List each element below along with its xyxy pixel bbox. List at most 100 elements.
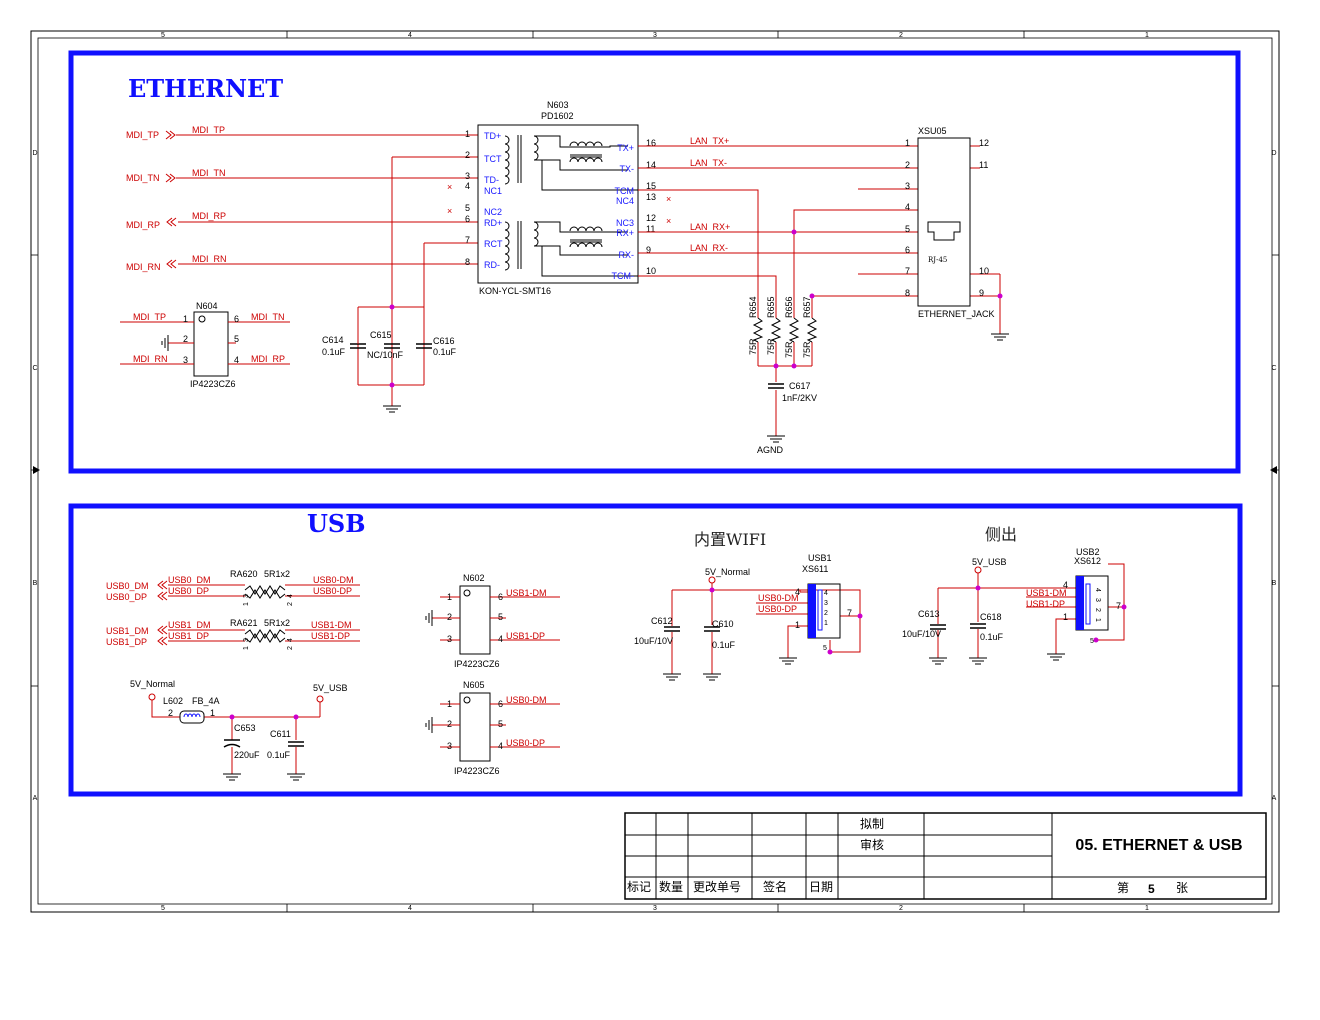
pin-num: 7: [1116, 601, 1121, 611]
mdi-ports: MDI_TP MDI_TN MDI_RP MDI_RN: [126, 130, 177, 272]
sheet-frame: 5 4 3 2 1 5 4 3 2 1 D C B A D C B A: [30, 30, 1280, 913]
no-connect: ×: [447, 182, 452, 192]
pin-num: 1: [1063, 612, 1068, 622]
pin-num: 7: [465, 235, 470, 245]
pin-num: 5: [905, 224, 910, 234]
pin-num: 10: [646, 266, 656, 276]
n604-net: MDI_TN: [251, 312, 285, 322]
pin-name: TCM-: [612, 271, 635, 281]
row-label: D: [32, 150, 37, 157]
port-usb1-dp: USB1_DP: [106, 637, 147, 647]
c611-ref: C611: [270, 729, 291, 739]
pin-name: NC3: [616, 218, 634, 228]
pin-num: 12: [979, 138, 989, 148]
pin-name: RX-: [619, 250, 635, 260]
row-label: C: [32, 365, 37, 372]
ra620-value: 5R1x2: [264, 569, 290, 579]
cap-c614-value: 0.1uF: [322, 347, 346, 357]
cap-c616-ref: C616: [433, 336, 455, 346]
pin-name: NC2: [484, 207, 502, 217]
c613-value: 10uF/10V: [902, 629, 941, 639]
pin-num: 5: [234, 334, 239, 344]
n604-net: MDI_RP: [251, 354, 285, 364]
ethernet-title: ETHERNET: [128, 74, 283, 103]
side-net: USB1-DM: [1026, 588, 1067, 598]
r657-value: 75R: [802, 341, 812, 358]
pin-num: 1: [1094, 618, 1101, 622]
row-label: A: [1272, 795, 1277, 802]
mdi-wires: [176, 134, 478, 398]
net-right: USB0-DP: [313, 586, 352, 596]
port-mdi-tp: MDI_TP: [126, 130, 159, 140]
pin-num: 1: [210, 708, 215, 718]
cap-c615-ref: C615: [370, 330, 392, 340]
pin-num: 5: [1090, 638, 1094, 645]
row-label: B: [1272, 580, 1277, 587]
no-connect: ×: [666, 216, 671, 226]
sheet-suffix: 张: [1176, 881, 1188, 895]
pin-num: 2: [183, 334, 188, 344]
n605-net: USB0-DM: [506, 695, 547, 705]
pin-num: 6: [905, 245, 910, 255]
cap-c617-value: 1nF/2KV: [782, 393, 817, 403]
pin-num: 4: [498, 634, 503, 644]
pin-num: 2: [168, 708, 173, 718]
net-mdi-rn: MDI_RN: [192, 254, 227, 264]
r655-value: 75R: [766, 338, 776, 355]
wifi-title: 内置WIFI: [694, 530, 766, 549]
hdr-change-no: 更改单号: [693, 880, 741, 894]
pin-num: 1: [824, 620, 828, 627]
cap-c617-ref: C617: [789, 381, 811, 391]
n604-net: MDI_RN: [133, 354, 168, 364]
jack-ref: XSU05: [918, 126, 947, 136]
n602-ref: N602: [463, 573, 485, 583]
side-usb-ref: USB2: [1076, 547, 1100, 557]
pin-num: 13: [646, 192, 656, 202]
pin-num: 1: [795, 620, 800, 630]
pin-name: TCM: [615, 186, 635, 196]
no-connect: ×: [447, 206, 452, 216]
c610-ref: C610: [712, 619, 734, 629]
wifi-supply: 5V_Normal: [705, 567, 750, 577]
col-label: 2: [899, 32, 903, 39]
pin-num: 3: [465, 171, 470, 181]
n602-net: USB1-DM: [506, 588, 547, 598]
sheet-prefix: 第: [1117, 881, 1129, 895]
ra-pin: 3: [243, 638, 250, 642]
wifi-net: USB0-DM: [758, 593, 799, 603]
cap-c616-value: 0.1uF: [433, 347, 457, 357]
pin-num: 2: [447, 719, 452, 729]
net-lan-rxp: LAN_RX+: [690, 222, 730, 232]
side-usb-connector: 侧出 5V_USB 4 3 2 1 USB2 XS612 4 1 7 5 USB…: [902, 525, 1127, 665]
checked-label: 审核: [860, 837, 884, 852]
pin-name: RD-: [484, 260, 500, 270]
pin-num: 4: [795, 587, 800, 597]
drafted-label: 拟制: [860, 817, 884, 831]
ethernet-frame: [68, 50, 1241, 474]
pin-name: TX+: [617, 143, 634, 153]
usb-frame: [68, 503, 1243, 797]
pin-num: 7: [847, 608, 852, 618]
row-label: D: [1271, 150, 1276, 157]
hdr-mark: 标记: [627, 880, 651, 894]
hdr-date: 日期: [809, 880, 833, 894]
r656-value: 75R: [784, 341, 794, 358]
col-label: 4: [408, 32, 412, 39]
pin-num: 6: [465, 214, 470, 224]
col-label: 3: [653, 905, 657, 912]
n605-ref: N605: [463, 680, 485, 690]
side-title: 侧出: [985, 525, 1017, 544]
usb-title: USB: [307, 509, 366, 538]
pin-num: 7: [905, 266, 910, 276]
pin-num: 6: [498, 592, 503, 602]
pin-num: 12: [646, 213, 656, 223]
pin-num: 3: [447, 634, 452, 644]
pin-num: 10: [979, 266, 989, 276]
pin-name: NC4: [616, 196, 634, 206]
hdr-signature: 签名: [763, 879, 787, 894]
ra-pin: 1: [243, 602, 250, 606]
pin-num: 2: [824, 610, 828, 617]
pin-name: RX+: [616, 228, 634, 238]
n603-part: PD1602: [541, 111, 574, 121]
